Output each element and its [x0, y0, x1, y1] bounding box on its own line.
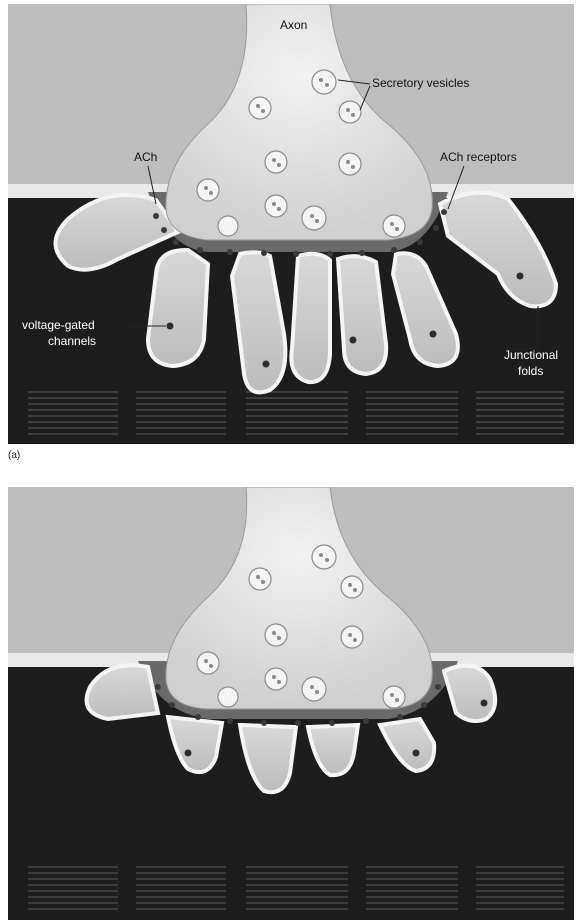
- label-ach: ACh: [134, 150, 157, 164]
- axon-terminal: [166, 4, 432, 240]
- panel-letter-a: (a): [8, 450, 20, 461]
- label-junctional-line1: Junctional: [504, 348, 558, 362]
- label-junctional-line2: folds: [518, 364, 543, 378]
- label-voltage-gated-line1: voltage-gated: [22, 318, 95, 332]
- label-ach-receptors: ACh receptors: [440, 150, 517, 164]
- nmj-diagram-b: [8, 487, 574, 920]
- panel-b-diagram: [8, 487, 574, 920]
- label-secretory-vesicles: Secretory vesicles: [372, 76, 469, 90]
- nmj-diagram-a: [8, 4, 574, 444]
- axon-terminal: [166, 487, 432, 709]
- label-axon: Axon: [280, 18, 307, 32]
- panel-a-diagram: Axon Secretory vesicles ACh ACh receptor…: [8, 4, 574, 444]
- label-voltage-gated-line2: channels: [48, 334, 96, 348]
